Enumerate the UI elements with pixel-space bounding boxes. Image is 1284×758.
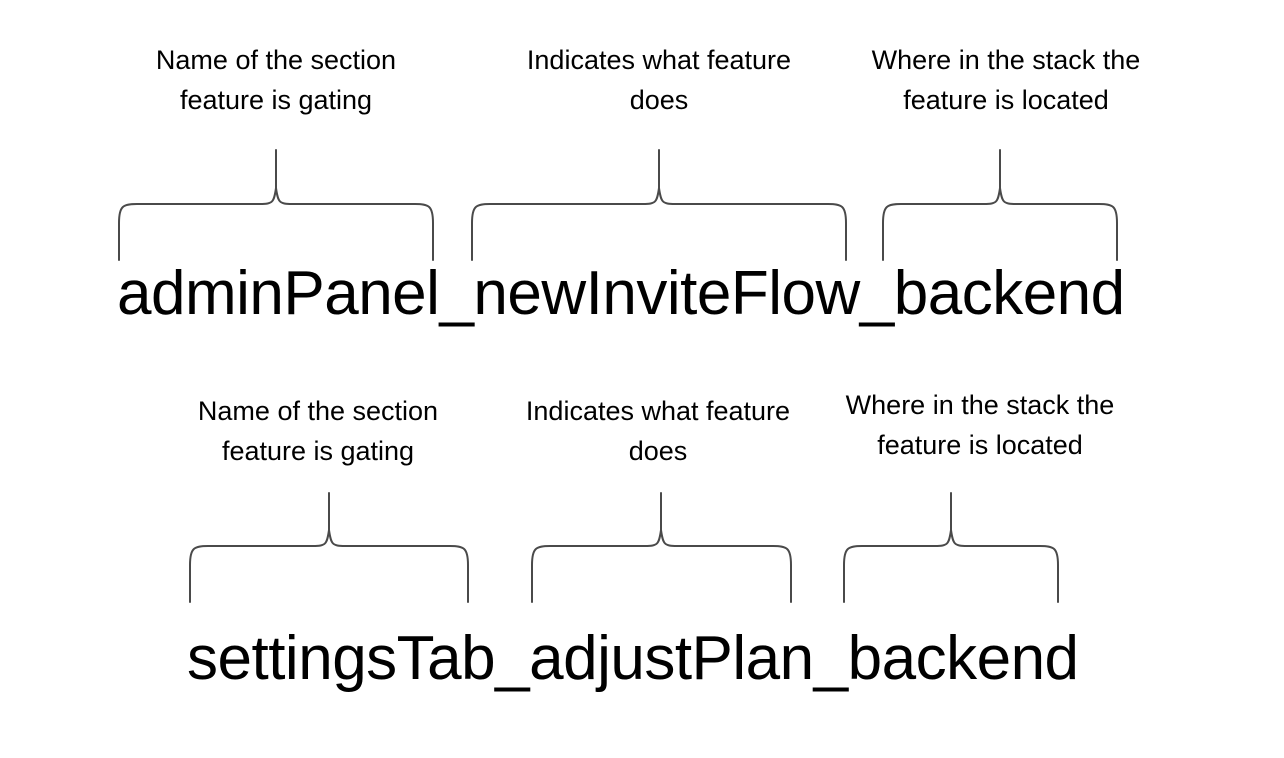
brace-layer-bottom	[842, 491, 1060, 603]
caption-layer-top: Where in the stack the feature is locate…	[871, 45, 1141, 115]
brace-layer-top	[881, 148, 1119, 261]
brace-section-bottom	[188, 491, 470, 603]
brace-behaviour-bottom	[530, 491, 793, 603]
brace-behaviour-top	[470, 148, 848, 261]
caption-layer-bottom: Where in the stack the feature is locate…	[845, 390, 1115, 460]
brace-section-top	[117, 148, 435, 261]
flag-name-top: adminPanel_newInviteFlow_backend	[117, 259, 1125, 328]
caption-behaviour-bottom: Indicates what feature does	[525, 396, 791, 466]
caption-section-top: Name of the section feature is gating	[155, 45, 397, 115]
caption-section-bottom: Name of the section feature is gating	[197, 396, 439, 466]
flag-name-bottom: settingsTab_adjustPlan_backend	[187, 624, 1079, 693]
caption-behaviour-top: Indicates what feature does	[526, 45, 792, 115]
